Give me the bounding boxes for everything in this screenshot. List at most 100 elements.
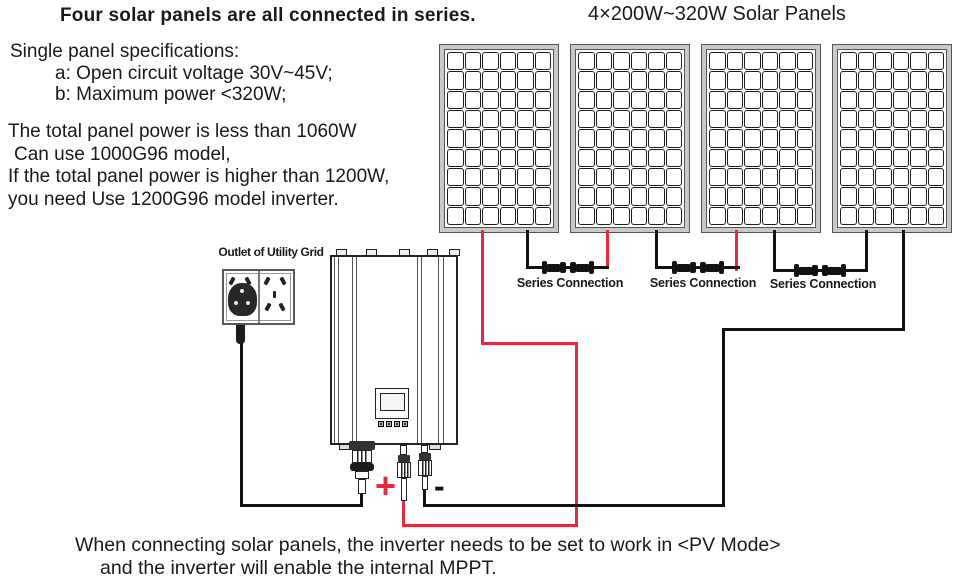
pv-cell bbox=[578, 52, 595, 71]
pv-cell bbox=[726, 148, 743, 167]
pv-cell bbox=[726, 71, 743, 90]
spec-item-a: a: Open circuit voltage 30V~45V; bbox=[55, 62, 333, 84]
pv-cell bbox=[857, 71, 874, 90]
pv-cell bbox=[595, 148, 612, 167]
pv-cell bbox=[709, 110, 726, 129]
pv-cell bbox=[709, 129, 726, 148]
pv-cell bbox=[761, 110, 778, 129]
pv-cell bbox=[578, 90, 595, 109]
pv-cell bbox=[927, 187, 944, 206]
pv-cell bbox=[578, 187, 595, 206]
pv-cell bbox=[744, 52, 761, 71]
pv-positive-wire-segment bbox=[481, 342, 578, 345]
pv-cell bbox=[857, 52, 874, 71]
pv-cell bbox=[744, 71, 761, 90]
pv-cell bbox=[464, 90, 481, 109]
mount-tab bbox=[449, 249, 460, 256]
pv-cell bbox=[534, 148, 551, 167]
pv-cell bbox=[726, 187, 743, 206]
pv-cell bbox=[779, 110, 796, 129]
positive-terminal-label: + bbox=[375, 465, 397, 506]
pv-cell bbox=[648, 148, 665, 167]
pv-cell bbox=[796, 52, 813, 71]
pv-cell bbox=[726, 90, 743, 109]
pv-cell bbox=[840, 168, 857, 187]
pv-cell bbox=[709, 148, 726, 167]
pv-negative-wire-segment bbox=[722, 328, 725, 507]
pv-cell bbox=[665, 52, 682, 71]
pv-cell bbox=[464, 71, 481, 90]
ac-cable-segment bbox=[360, 492, 363, 507]
pv-cell bbox=[499, 187, 516, 206]
pv-cell bbox=[892, 71, 909, 90]
solar-panel-1 bbox=[440, 45, 558, 232]
pv-cell bbox=[875, 90, 892, 109]
footer-note-line-2: and the inverter will enable the interna… bbox=[100, 557, 497, 579]
pv-cell bbox=[927, 71, 944, 90]
pv-cell bbox=[744, 168, 761, 187]
pv-cell bbox=[796, 129, 813, 148]
pv-cell bbox=[892, 110, 909, 129]
pv-cell bbox=[726, 129, 743, 148]
pv-cell bbox=[517, 52, 534, 71]
pv-cell bbox=[517, 206, 534, 225]
pv-cell bbox=[857, 168, 874, 187]
pv-cell bbox=[517, 168, 534, 187]
panel3-positive-stub bbox=[735, 230, 738, 271]
pv-cell bbox=[464, 129, 481, 148]
pv-cell bbox=[744, 110, 761, 129]
heatsink-fin bbox=[417, 257, 419, 443]
plug-cable-stub bbox=[236, 318, 245, 344]
mount-tab bbox=[399, 249, 410, 256]
pv-cell bbox=[779, 90, 796, 109]
mc4-connector-icon bbox=[794, 263, 846, 278]
dc-negative-connector bbox=[418, 460, 432, 476]
pv-cell bbox=[613, 148, 630, 167]
heatsink-fin bbox=[356, 257, 358, 443]
dc-positive-connector bbox=[401, 478, 407, 501]
outlet-label: Outlet of Utility Grid bbox=[218, 245, 324, 259]
ac-connector-ring bbox=[350, 463, 374, 471]
panel-cell-grid bbox=[709, 52, 813, 225]
page-title: Four solar panels are all connected in s… bbox=[60, 5, 476, 26]
pv-cell bbox=[910, 52, 927, 71]
pv-cell bbox=[482, 71, 499, 90]
pv-cell bbox=[482, 52, 499, 71]
pv-cell bbox=[875, 52, 892, 71]
heatsink-fin bbox=[352, 257, 354, 443]
pv-cell bbox=[726, 110, 743, 129]
pv-cell bbox=[857, 90, 874, 109]
pv-cell bbox=[595, 168, 612, 187]
pv-cell bbox=[840, 52, 857, 71]
pv-cell bbox=[499, 148, 516, 167]
pv-cell bbox=[534, 129, 551, 148]
pv-cell bbox=[796, 168, 813, 187]
pv-negative-wire-segment bbox=[423, 488, 426, 507]
footer-note-line-1: When connecting solar panels, the invert… bbox=[75, 534, 781, 556]
pv-cell bbox=[517, 148, 534, 167]
dc-negative-connector bbox=[421, 445, 428, 453]
pv-cell bbox=[464, 168, 481, 187]
inverter-button bbox=[394, 421, 400, 427]
pv-cell bbox=[630, 187, 647, 206]
panel-cell-grid bbox=[578, 52, 682, 225]
ac-plug bbox=[228, 283, 257, 316]
pv-cell bbox=[578, 71, 595, 90]
pv-cell bbox=[613, 129, 630, 148]
pv-cell bbox=[761, 71, 778, 90]
pv-cell bbox=[482, 148, 499, 167]
pv-cell bbox=[595, 206, 612, 225]
pv-cell bbox=[910, 148, 927, 167]
pv-cell bbox=[482, 187, 499, 206]
pv-cell bbox=[761, 187, 778, 206]
pv-cell bbox=[447, 168, 464, 187]
mc4-connector-icon bbox=[542, 260, 594, 275]
panel-cell-grid bbox=[447, 52, 551, 225]
ac-cable-segment bbox=[240, 340, 243, 507]
dc-negative-connector bbox=[422, 476, 428, 490]
pv-cell bbox=[595, 71, 612, 90]
pv-cell bbox=[665, 71, 682, 90]
pv-cell bbox=[840, 129, 857, 148]
pv-cell bbox=[857, 110, 874, 129]
